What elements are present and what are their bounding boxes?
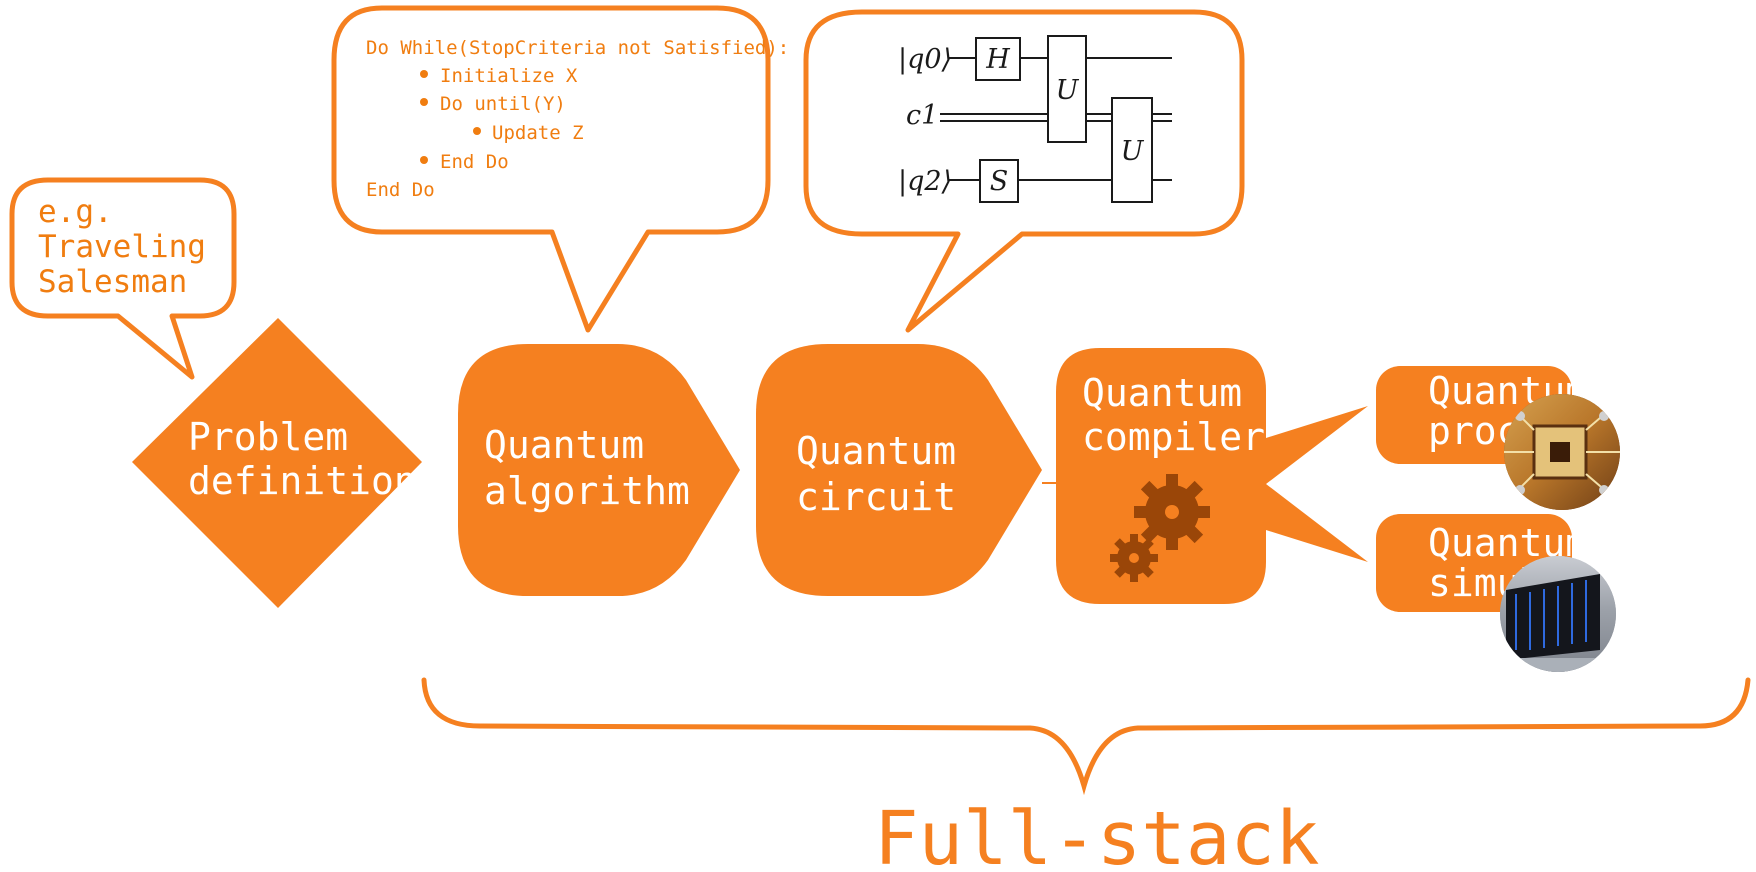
stage-label: Quantum	[796, 429, 956, 473]
u-gate	[1047, 35, 1087, 143]
code-line: End Do	[440, 151, 509, 173]
bullet-dot	[420, 98, 428, 106]
stage-label: Quantum	[484, 423, 644, 467]
u-gate	[1111, 97, 1153, 203]
wire-label: |q0⟩	[898, 44, 952, 75]
s-gate	[979, 159, 1019, 203]
quantum-algorithm-stage: Quantum algorithm	[458, 344, 740, 596]
code-line: Do until(Y)	[440, 93, 566, 115]
bullet-dot	[420, 156, 428, 164]
hadamard-gate	[975, 37, 1021, 81]
server-rack-photo-icon	[1500, 556, 1616, 672]
chip-photo-icon	[1504, 394, 1620, 510]
gate-label: U	[1056, 75, 1080, 106]
wire-label: c1	[906, 100, 938, 131]
wire-label: |q2⟩	[898, 166, 952, 197]
gate-label: U	[1121, 136, 1145, 167]
quantum-circuit-stage: Quantum circuit	[756, 344, 1058, 596]
bullet-dot	[420, 70, 428, 78]
gear-icon	[1110, 474, 1210, 582]
pentagon-shape	[458, 344, 740, 596]
code-line: Do While(StopCriteria not Satisfied):	[366, 37, 789, 59]
problem-example-line: Traveling	[38, 229, 206, 265]
problem-example-bubble: e.g. Traveling Salesman	[9, 177, 237, 380]
circuit-diagram-bubble: H U U S |q0⟩ c1 |q2⟩	[803, 9, 1245, 333]
quantum-simulator-stage: Quantum simulator	[1376, 514, 1634, 672]
code-line: Update Z	[492, 122, 584, 144]
problem-example-line: Salesman	[38, 264, 187, 300]
code-line: End Do	[366, 179, 435, 201]
problem-example-line: e.g.	[38, 194, 113, 230]
stage-label: Problem	[188, 415, 348, 459]
bullet-dot	[473, 127, 481, 135]
stage-label: compiler	[1082, 415, 1265, 459]
stage-label: circuit	[796, 475, 956, 519]
quantum-compiler-stage: Quantum compiler	[1056, 348, 1368, 604]
stage-label: definition	[188, 459, 417, 503]
stage-label: algorithm	[484, 469, 690, 513]
problem-definition-stage: Problem definition	[132, 318, 422, 608]
full-stack-brace	[421, 677, 1751, 796]
diamond-shape	[132, 318, 422, 608]
gate-label: S	[990, 166, 1009, 197]
code-line: Initialize X	[440, 65, 578, 87]
pentagon-shape	[756, 344, 1042, 596]
quantum-processor-stage: Quantum processor	[1376, 366, 1634, 510]
stage-label: Quantum	[1082, 371, 1242, 415]
gate-label: H	[985, 44, 1010, 75]
algorithm-pseudocode-bubble: Do While(StopCriteria not Satisfied): In…	[331, 5, 789, 333]
full-stack-label: Full-stack	[874, 796, 1320, 872]
